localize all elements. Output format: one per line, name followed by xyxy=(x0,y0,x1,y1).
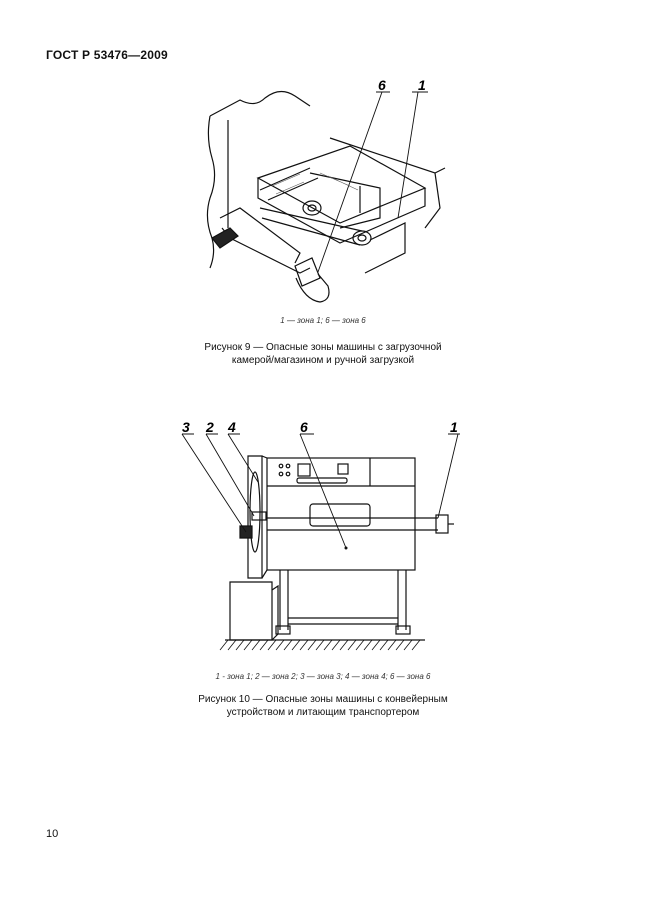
figure-10-drawing: 3 2 4 6 1 xyxy=(181,420,460,651)
figure-10-callout-2: 2 xyxy=(205,420,214,435)
figure-9-callout-1: 1 xyxy=(418,78,426,93)
figure-9-callout-6: 6 xyxy=(378,78,386,93)
figure-10-legend: 1 - зона 1; 2 — зона 2; 3 — зона 3; 4 — … xyxy=(215,672,431,681)
figure-10-callout-6: 6 xyxy=(300,420,308,435)
figure-10-callout-4: 4 xyxy=(227,420,236,435)
figure-10-caption-line2: устройством и литающим транспортером xyxy=(226,707,420,718)
figure-9-caption-line2: камерой/магазином и ручной загрузкой xyxy=(231,355,415,366)
figure-9-legend: 1 — зона 1; 6 — зона 6 xyxy=(280,316,366,325)
document-header: ГОСТ Р 53476—2009 xyxy=(46,48,168,62)
figure-10-callout-3: 3 xyxy=(182,420,190,435)
figure-9-caption-line1: Рисунок 9 — Опасные зоны машины с загруз… xyxy=(204,342,442,353)
figure-10-callout-1: 1 xyxy=(450,420,458,435)
page-number: 10 xyxy=(46,828,59,840)
figure-9-drawing: 6 1 xyxy=(206,78,446,303)
figure-10-caption: Рисунок 10 — Опасные зоны машины с конве… xyxy=(0,693,646,719)
figure-10-caption-line1: Рисунок 10 — Опасные зоны машины с конве… xyxy=(198,694,448,705)
figure-9-caption: Рисунок 9 — Опасные зоны машины с загруз… xyxy=(0,341,646,367)
